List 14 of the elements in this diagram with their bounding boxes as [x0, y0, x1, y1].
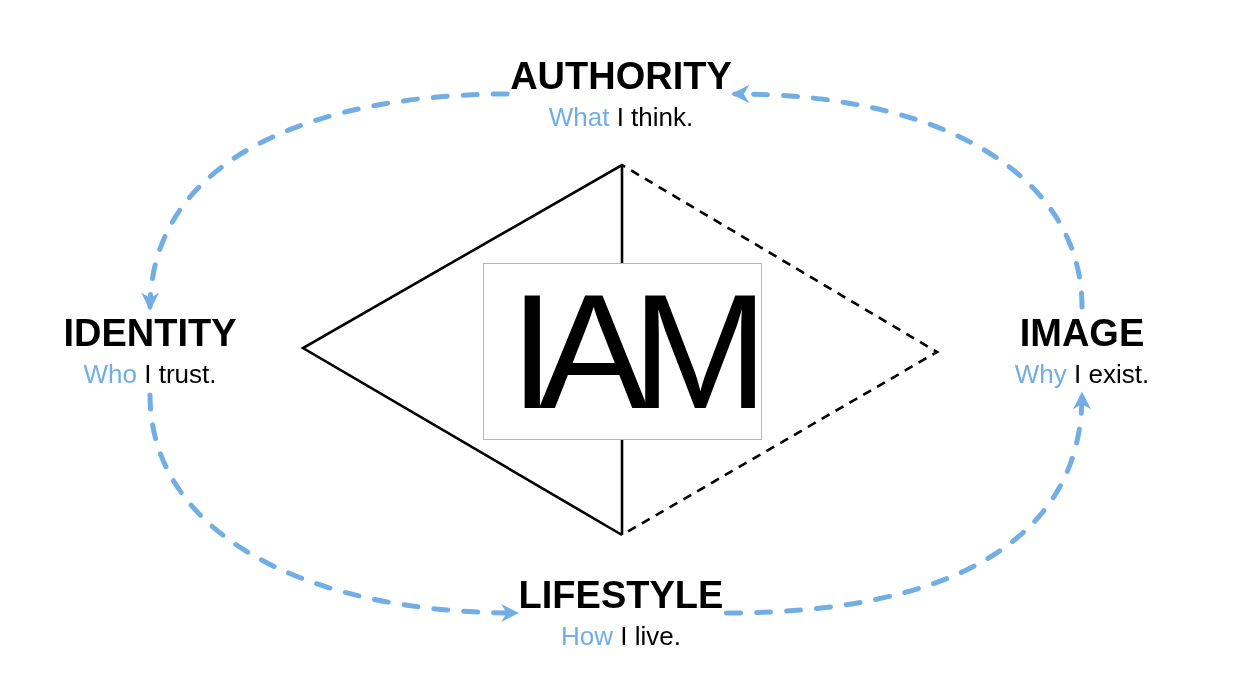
node-caption: How I live.	[561, 620, 681, 653]
text-frame	[483, 263, 762, 440]
node-heading: LIFESTYLE	[518, 573, 724, 618]
node-caption: Who I trust.	[83, 358, 217, 391]
dashed-arrow	[723, 391, 1090, 616]
node-heading: IDENTITY	[63, 311, 237, 356]
dashed-arrow	[147, 392, 520, 622]
dashed-arrow	[731, 85, 1085, 310]
dashed-arrow	[142, 91, 510, 311]
center-text: IAM	[508, 269, 752, 434]
node-caption: Why I exist.	[1014, 358, 1150, 391]
node-heading: IMAGE	[1019, 311, 1145, 356]
node-heading: AUTHORITY	[510, 54, 732, 99]
node-caption: What I think.	[548, 101, 694, 134]
